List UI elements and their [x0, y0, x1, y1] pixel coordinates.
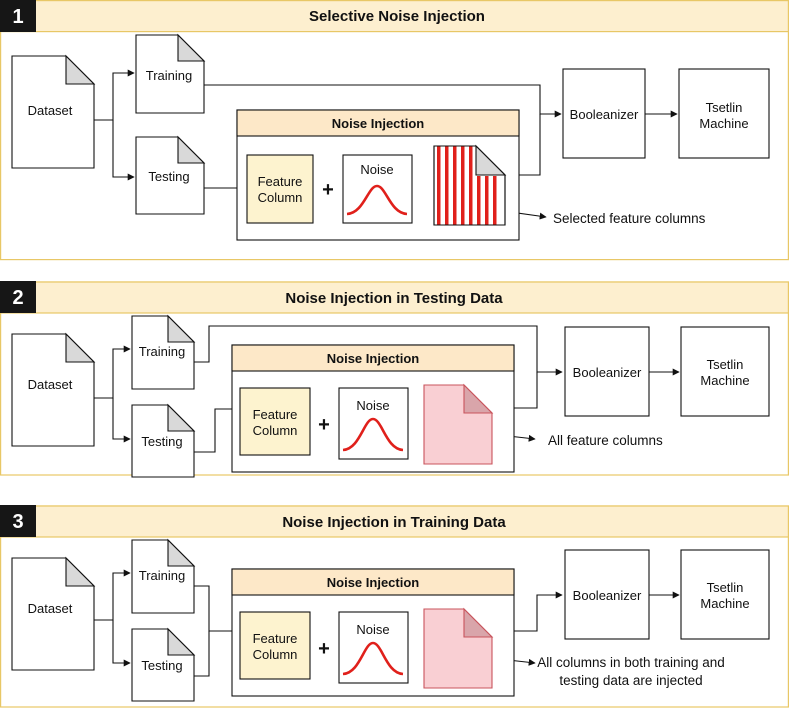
- p1-testing-doc-fold: [177, 135, 206, 164]
- panel-2-number-badge: [0, 281, 36, 313]
- p2-training-doc-fold: [167, 314, 196, 343]
- panel-2-header: [0, 281, 789, 314]
- p1-feature-column-box: [246, 154, 314, 224]
- p2-annotation-text: All feature columns: [548, 433, 663, 448]
- panel-3-title: Noise Injection in Training Data: [282, 514, 506, 531]
- panel-1: 1 Selective Noise Injection Dataset Trai…: [0, 0, 789, 261]
- p2-dataset-to-testing-arrow: [112, 398, 131, 443]
- p1-tsetlin-line2: Machine: [699, 116, 748, 131]
- p1-training-to-booleanizer-arrow: [204, 84, 562, 118]
- p3-feature-column-box: [239, 611, 311, 680]
- p2-training-label: Training: [139, 344, 185, 359]
- p3-booleanizer-box: [564, 549, 650, 640]
- p3-tsetlin-line2: Machine: [700, 596, 749, 611]
- p3-dataset-label: Dataset: [28, 601, 73, 616]
- p2-noise-label: Noise: [356, 398, 389, 413]
- p3-dataset-doc-fold: [65, 556, 96, 587]
- p3-feature-column-line1: Feature: [253, 631, 298, 646]
- p3-testing-label: Testing: [141, 658, 182, 673]
- p1-training-label: Training: [146, 68, 192, 83]
- p1-noise-curve-icon: [346, 184, 408, 216]
- panel-3-number-badge: [0, 505, 36, 537]
- p1-feature-column-line1: Feature: [258, 174, 303, 189]
- p2-injected-columns-doc-fold: [463, 383, 494, 414]
- p2-feature-column-box: [239, 387, 311, 456]
- p2-testing-label: Testing: [141, 434, 182, 449]
- p2-testing-to-feature-arrow: [194, 405, 239, 453]
- p3-injected-columns-doc-fold: [463, 607, 494, 638]
- p2-feature-column-line1: Feature: [253, 407, 298, 422]
- panel-3-number: 3: [12, 511, 23, 533]
- p3-testing-doc-fold: [167, 627, 196, 656]
- p1-booleanizer-label: Booleanizer: [570, 107, 639, 122]
- p1-dataset-label: Dataset: [28, 103, 73, 118]
- p3-noise-injection-header: [231, 568, 515, 596]
- panel-1-title: Selective Noise Injection: [309, 8, 485, 25]
- p2-noise-curve-icon: [342, 417, 404, 452]
- p1-tsetlin-line1: Tsetlin: [706, 100, 743, 115]
- p1-selected-column-stripes: [437, 146, 497, 225]
- p3-noise-label: Noise: [356, 622, 389, 637]
- p1-annotation-text: Selected feature columns: [553, 211, 706, 226]
- p1-feature-column-line2: Column: [258, 190, 303, 205]
- panel-1-number-badge: [0, 0, 36, 32]
- panel-2-number: 2: [12, 287, 23, 309]
- p3-annotation-line2: testing data are injected: [559, 673, 702, 688]
- p2-noise-injection-title: Noise Injection: [327, 351, 420, 366]
- p3-dataset-to-testing-arrow: [112, 620, 131, 667]
- p1-testing-label: Testing: [148, 169, 189, 184]
- panel-1-number: 1: [12, 6, 23, 28]
- p2-plus-sign: +: [318, 414, 330, 436]
- p3-tsetlin-line1: Tsetlin: [707, 580, 744, 595]
- p3-booleanizer-label: Booleanizer: [573, 588, 642, 603]
- p1-training-doc-fold: [177, 33, 206, 62]
- p1-noise-injection-header: [236, 109, 520, 137]
- p2-tsetlin-line1: Tsetlin: [707, 357, 744, 372]
- p1-noise-label: Noise: [360, 162, 393, 177]
- p1-noise-injection-title: Noise Injection: [332, 116, 425, 131]
- p3-testing-to-feature-wire: [194, 631, 210, 677]
- p3-dataset-to-training-arrow: [94, 569, 131, 621]
- p1-dataset-doc-fold: [65, 54, 96, 85]
- p2-feature-column-line2: Column: [253, 423, 298, 438]
- panel-3: 3 Noise Injection in Training Data Datas…: [0, 505, 789, 708]
- p2-dataset-doc-fold: [65, 332, 96, 363]
- p3-training-label: Training: [139, 568, 185, 583]
- p1-selected-columns-doc-outline: [433, 145, 506, 226]
- p2-booleanizer-label: Booleanizer: [573, 365, 642, 380]
- p2-noise-injection-header: [231, 344, 515, 372]
- p1-dataset-to-testing-arrow: [112, 120, 135, 181]
- p3-annotation-line1: All columns in both training and: [537, 655, 725, 670]
- p2-tsetlin-machine-box: [680, 326, 770, 417]
- p3-training-to-feature-arrow: [194, 585, 239, 635]
- p2-booleanizer-box: [564, 326, 650, 417]
- p3-noise-injection-title: Noise Injection: [327, 575, 420, 590]
- p2-testing-doc-fold: [167, 403, 196, 432]
- p1-dataset-to-training-arrow: [94, 69, 135, 121]
- p1-tsetlin-machine-box: [678, 68, 770, 159]
- p2-output-wire: [514, 372, 538, 409]
- p3-noise-curve-icon: [342, 641, 404, 676]
- p3-output-to-booleanizer-arrow: [514, 591, 563, 632]
- p1-plus-sign: +: [322, 179, 334, 201]
- p2-tsetlin-line2: Machine: [700, 373, 749, 388]
- p3-tsetlin-machine-box: [680, 549, 770, 640]
- p1-booleanizer-box: [562, 68, 646, 159]
- p2-dataset-label: Dataset: [28, 377, 73, 392]
- panel-2: 2 Noise Injection in Testing Data Datase…: [0, 281, 789, 478]
- p3-training-doc-fold: [167, 538, 196, 567]
- panel-2-title: Noise Injection in Testing Data: [285, 290, 503, 307]
- panel-3-header: [0, 505, 789, 538]
- p2-training-to-booleanizer-arrow: [194, 325, 563, 376]
- p3-plus-sign: +: [318, 638, 330, 660]
- p1-selected-columns-doc-fold: [475, 144, 507, 176]
- p2-dataset-to-training-arrow: [94, 345, 131, 399]
- p3-feature-column-line2: Column: [253, 647, 298, 662]
- panel-1-header: [0, 0, 789, 33]
